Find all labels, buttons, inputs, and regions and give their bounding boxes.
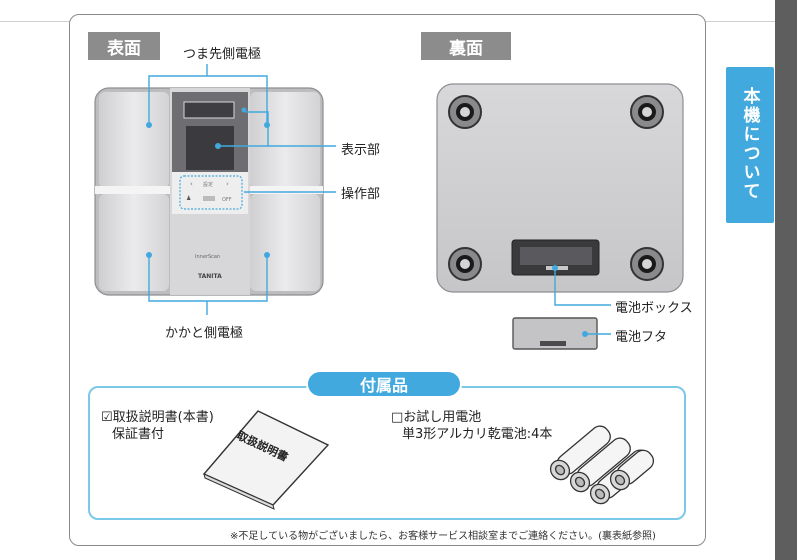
back-heading: 裏面 bbox=[421, 32, 511, 60]
page-edge-bar bbox=[775, 0, 797, 560]
toe-electrode-label: つま先側電極 bbox=[183, 47, 262, 62]
battery-cover-label: 電池フタ bbox=[615, 330, 668, 345]
accessory-battery-line1: □お試し用電池 bbox=[391, 410, 482, 425]
side-tab-label: 本機について bbox=[739, 87, 760, 201]
operation-label: 操作部 bbox=[341, 187, 381, 202]
svg-text:›: › bbox=[226, 180, 229, 188]
panel-off-label: OFF bbox=[222, 197, 232, 203]
accessories-heading: 付属品 bbox=[306, 370, 462, 398]
accessory-battery-line2: 単3形アルカリ乾電池:4本 bbox=[402, 427, 553, 442]
accessory-manual-line1: ☑取扱説明書(本書) bbox=[101, 410, 214, 425]
display-label: 表示部 bbox=[341, 143, 381, 158]
back-body bbox=[436, 83, 684, 350]
svg-text:♟: ♟ bbox=[186, 195, 191, 202]
manual-booklet bbox=[202, 410, 330, 510]
panel-brand-label: TANITA bbox=[198, 273, 222, 280]
footnote: ※不足している物がございましたら、お客様サービス相談室までご連絡ください。(裏表… bbox=[230, 531, 656, 542]
battery-box-label: 電池ボックス bbox=[615, 301, 693, 316]
accessory-manual-line2: 保証書付 bbox=[112, 427, 165, 442]
front-heading: 表面 bbox=[88, 32, 160, 60]
panel-set-label: 設定 bbox=[203, 181, 213, 188]
front-body: ‹ › 設定 ♟ OFF InnerScan TANITA bbox=[94, 87, 324, 296]
batteries-illustration bbox=[549, 425, 655, 505]
panel-innerscan-label: InnerScan bbox=[195, 254, 220, 260]
section-side-tab[interactable]: 本機について bbox=[726, 67, 774, 223]
heel-electrode-label: かかと側電極 bbox=[165, 326, 244, 341]
svg-text:‹: ‹ bbox=[190, 180, 193, 188]
